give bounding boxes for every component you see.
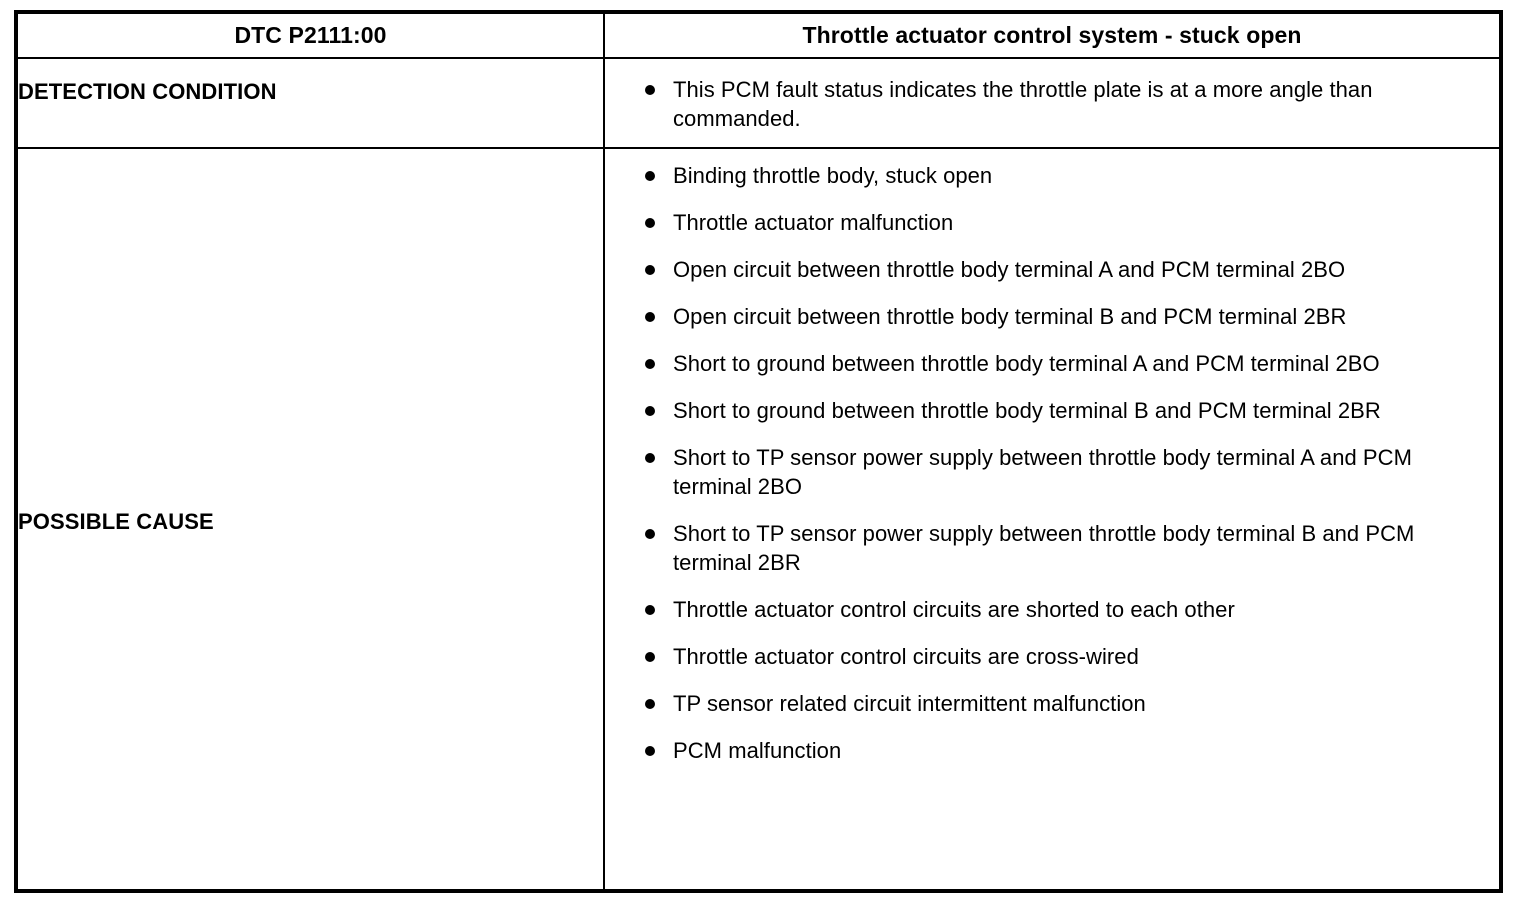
list-item-text: Binding throttle body, stuck open bbox=[673, 163, 993, 189]
list-item: Short to TP sensor power supply between … bbox=[605, 443, 1499, 501]
detection-condition-list: This PCM fault status indicates the thro… bbox=[605, 75, 1499, 133]
list-item: Short to ground between throttle body te… bbox=[605, 396, 1499, 425]
list-item: Throttle actuator control circuits are s… bbox=[605, 595, 1499, 624]
bullet-dot-icon bbox=[645, 746, 655, 757]
list-item: TP sensor related circuit intermittent m… bbox=[605, 689, 1499, 718]
list-item-text: TP sensor related circuit intermittent m… bbox=[673, 691, 1146, 717]
bullet-dot-icon bbox=[645, 359, 655, 370]
list-item-text: Throttle actuator control circuits are c… bbox=[673, 644, 1139, 670]
possible-cause-list: Binding throttle body, stuck open Thrott… bbox=[605, 161, 1499, 765]
diagnostic-trouble-code-table: DTC P2111:00 Throttle actuator control s… bbox=[18, 14, 1499, 889]
bullet-dot-icon bbox=[645, 265, 655, 276]
list-item-text: Open circuit between throttle body termi… bbox=[673, 304, 1347, 330]
table-row-possible-cause: POSSIBLE CAUSE Binding throttle body, st… bbox=[18, 147, 1499, 889]
list-item-text: Short to TP sensor power supply between … bbox=[673, 521, 1415, 576]
bullet-dot-icon bbox=[645, 699, 655, 710]
detection-condition-label-cell: DETECTION CONDITION bbox=[18, 56, 605, 150]
list-item: Open circuit between throttle body termi… bbox=[605, 255, 1499, 284]
bullet-dot-icon bbox=[645, 312, 655, 323]
table-row-detection-condition: DETECTION CONDITION This PCM fault statu… bbox=[18, 56, 1499, 150]
list-item-text: Throttle actuator control circuits are s… bbox=[673, 597, 1235, 623]
bullet-dot-icon bbox=[645, 406, 655, 417]
list-item: Throttle actuator malfunction bbox=[605, 208, 1499, 237]
list-item: This PCM fault status indicates the thro… bbox=[605, 75, 1499, 133]
detection-condition-label: DETECTION CONDITION bbox=[18, 79, 277, 104]
list-item: Binding throttle body, stuck open bbox=[605, 161, 1499, 190]
list-item-text: This PCM fault status indicates the thro… bbox=[673, 77, 1373, 131]
list-item-text: PCM malfunction bbox=[673, 738, 842, 764]
list-item: Short to TP sensor power supply between … bbox=[605, 519, 1499, 577]
dtc-code-text: DTC P2111:00 bbox=[234, 21, 387, 48]
list-item: PCM malfunction bbox=[605, 736, 1499, 765]
bullet-dot-icon bbox=[645, 453, 655, 464]
list-item-text: Short to ground between throttle body te… bbox=[673, 398, 1381, 424]
bullet-dot-icon bbox=[645, 652, 655, 663]
bullet-dot-icon bbox=[645, 529, 655, 540]
detection-condition-content-cell: This PCM fault status indicates the thro… bbox=[603, 56, 1499, 150]
list-item-text: Short to TP sensor power supply between … bbox=[673, 445, 1412, 500]
header-cell-fault-name: Throttle actuator control system - stuck… bbox=[603, 14, 1499, 59]
list-item-text: Throttle actuator malfunction bbox=[673, 210, 954, 236]
list-item: Open circuit between throttle body termi… bbox=[605, 302, 1499, 331]
bullet-dot-icon bbox=[645, 171, 655, 182]
list-item: Throttle actuator control circuits are c… bbox=[605, 642, 1499, 671]
possible-cause-content-cell: Binding throttle body, stuck open Thrott… bbox=[603, 147, 1499, 889]
bullet-dot-icon bbox=[645, 85, 655, 95]
list-item-text: Open circuit between throttle body termi… bbox=[673, 257, 1346, 283]
possible-cause-label: POSSIBLE CAUSE bbox=[18, 509, 214, 535]
bullet-dot-icon bbox=[645, 218, 655, 229]
header-cell-dtc-code: DTC P2111:00 bbox=[18, 14, 605, 59]
table-header-row: DTC P2111:00 Throttle actuator control s… bbox=[18, 14, 1499, 59]
list-item-text: Short to ground between throttle body te… bbox=[673, 351, 1380, 377]
dtc-table: DTC P2111:00 Throttle actuator control s… bbox=[14, 10, 1503, 893]
fault-name-text: Throttle actuator control system - stuck… bbox=[802, 21, 1302, 48]
possible-cause-label-cell: POSSIBLE CAUSE bbox=[18, 147, 605, 889]
bullet-dot-icon bbox=[645, 605, 655, 616]
list-item: Short to ground between throttle body te… bbox=[605, 349, 1499, 378]
